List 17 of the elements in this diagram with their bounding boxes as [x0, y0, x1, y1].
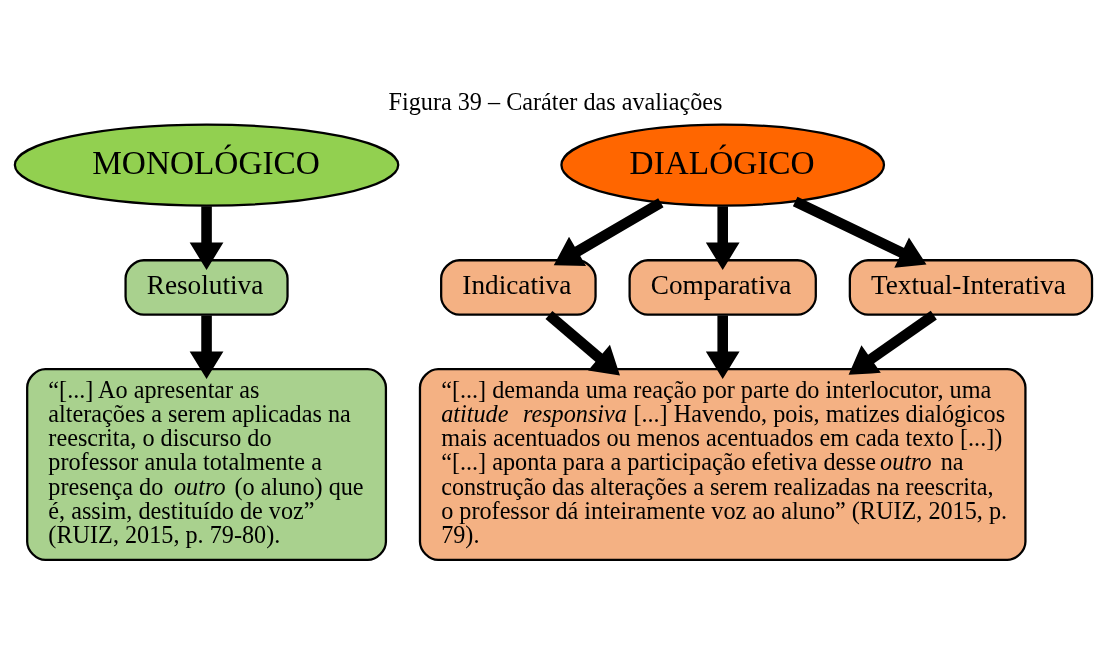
arrow: [705, 315, 740, 380]
node-box: “[...] Ao apresentar as alterações a serem aplicadas na reescrita, o discurso do professor anula totalmente a presença do outro (o aluno) que é, assim, destituído de voz” (RUIZ, 2015, p. 79-80).: [26, 368, 388, 562]
node-box: Textual-Interativa: [848, 259, 1094, 316]
node-ellipse: MONOLÓGICO: [13, 123, 400, 207]
node-box: Comparativa: [628, 259, 817, 316]
node-box: Indicativa: [440, 259, 597, 316]
arrow: [553, 198, 664, 266]
arrow: [545, 311, 620, 376]
arrow: [189, 315, 224, 380]
arrow: [189, 206, 224, 271]
arrow: [848, 310, 937, 375]
arrow: [705, 206, 740, 271]
arrow: [792, 196, 927, 268]
node-box: “[...] demanda uma reação por parte do interlocutor, uma atitude responsiva [...] Havendo, pois, matizes dialógicos mais acentuados ou menos acentuados em cada texto [...]) “[...] aponta para a participação efetiva desse outro na construção das alterações a serem realizadas na reescrita, o professor dá inteiramente voz ao aluno” (RUIZ, 2015, p. 79).: [418, 368, 1027, 562]
node-box: Resolutiva: [124, 259, 289, 316]
node-ellipse: DIALÓGICO: [560, 123, 886, 207]
diagram-title: Figura 39 – Caráter das avaliações: [388, 88, 723, 116]
